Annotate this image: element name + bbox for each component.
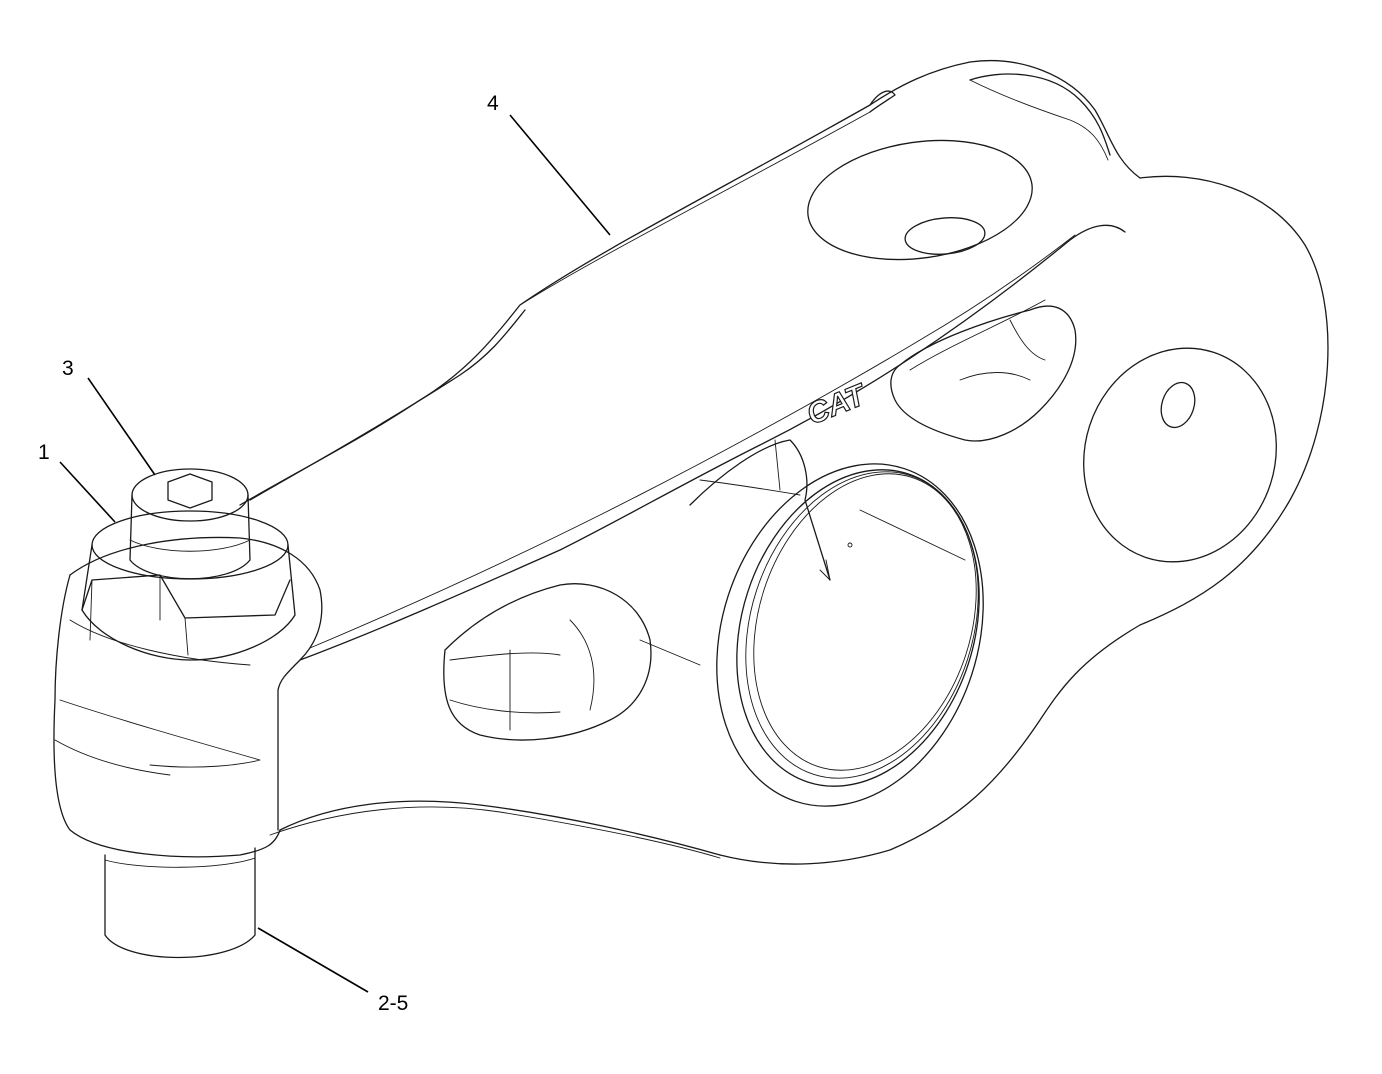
callout-2-5: 2-5 [257,927,408,1015]
leader-line-3 [87,377,156,476]
callout-1: 1 [38,441,116,523]
callout-label-4: 4 [487,92,499,115]
lock-nut [81,510,296,661]
shaft-bore [716,463,984,807]
rocker-arm-body [239,59,1329,865]
leader-line-2-5 [257,927,369,993]
callout-label-1: 1 [38,441,50,464]
end-boss-face [1083,347,1277,563]
callout-label-2-5: 2-5 [378,992,408,1015]
cat-logo: CAT [802,377,873,432]
callout-3: 3 [62,357,156,476]
adjuster-housing [53,536,323,858]
callout-label-3: 3 [62,357,74,380]
adjusting-screw [129,468,251,580]
cat-logo-text: CAT [802,378,872,432]
contact-pin [104,847,256,959]
callout-4: 4 [487,92,611,236]
leader-line-4 [509,114,611,236]
leader-line-1 [59,461,116,523]
oil-hole [807,139,1033,261]
web-pockets [443,299,1077,741]
